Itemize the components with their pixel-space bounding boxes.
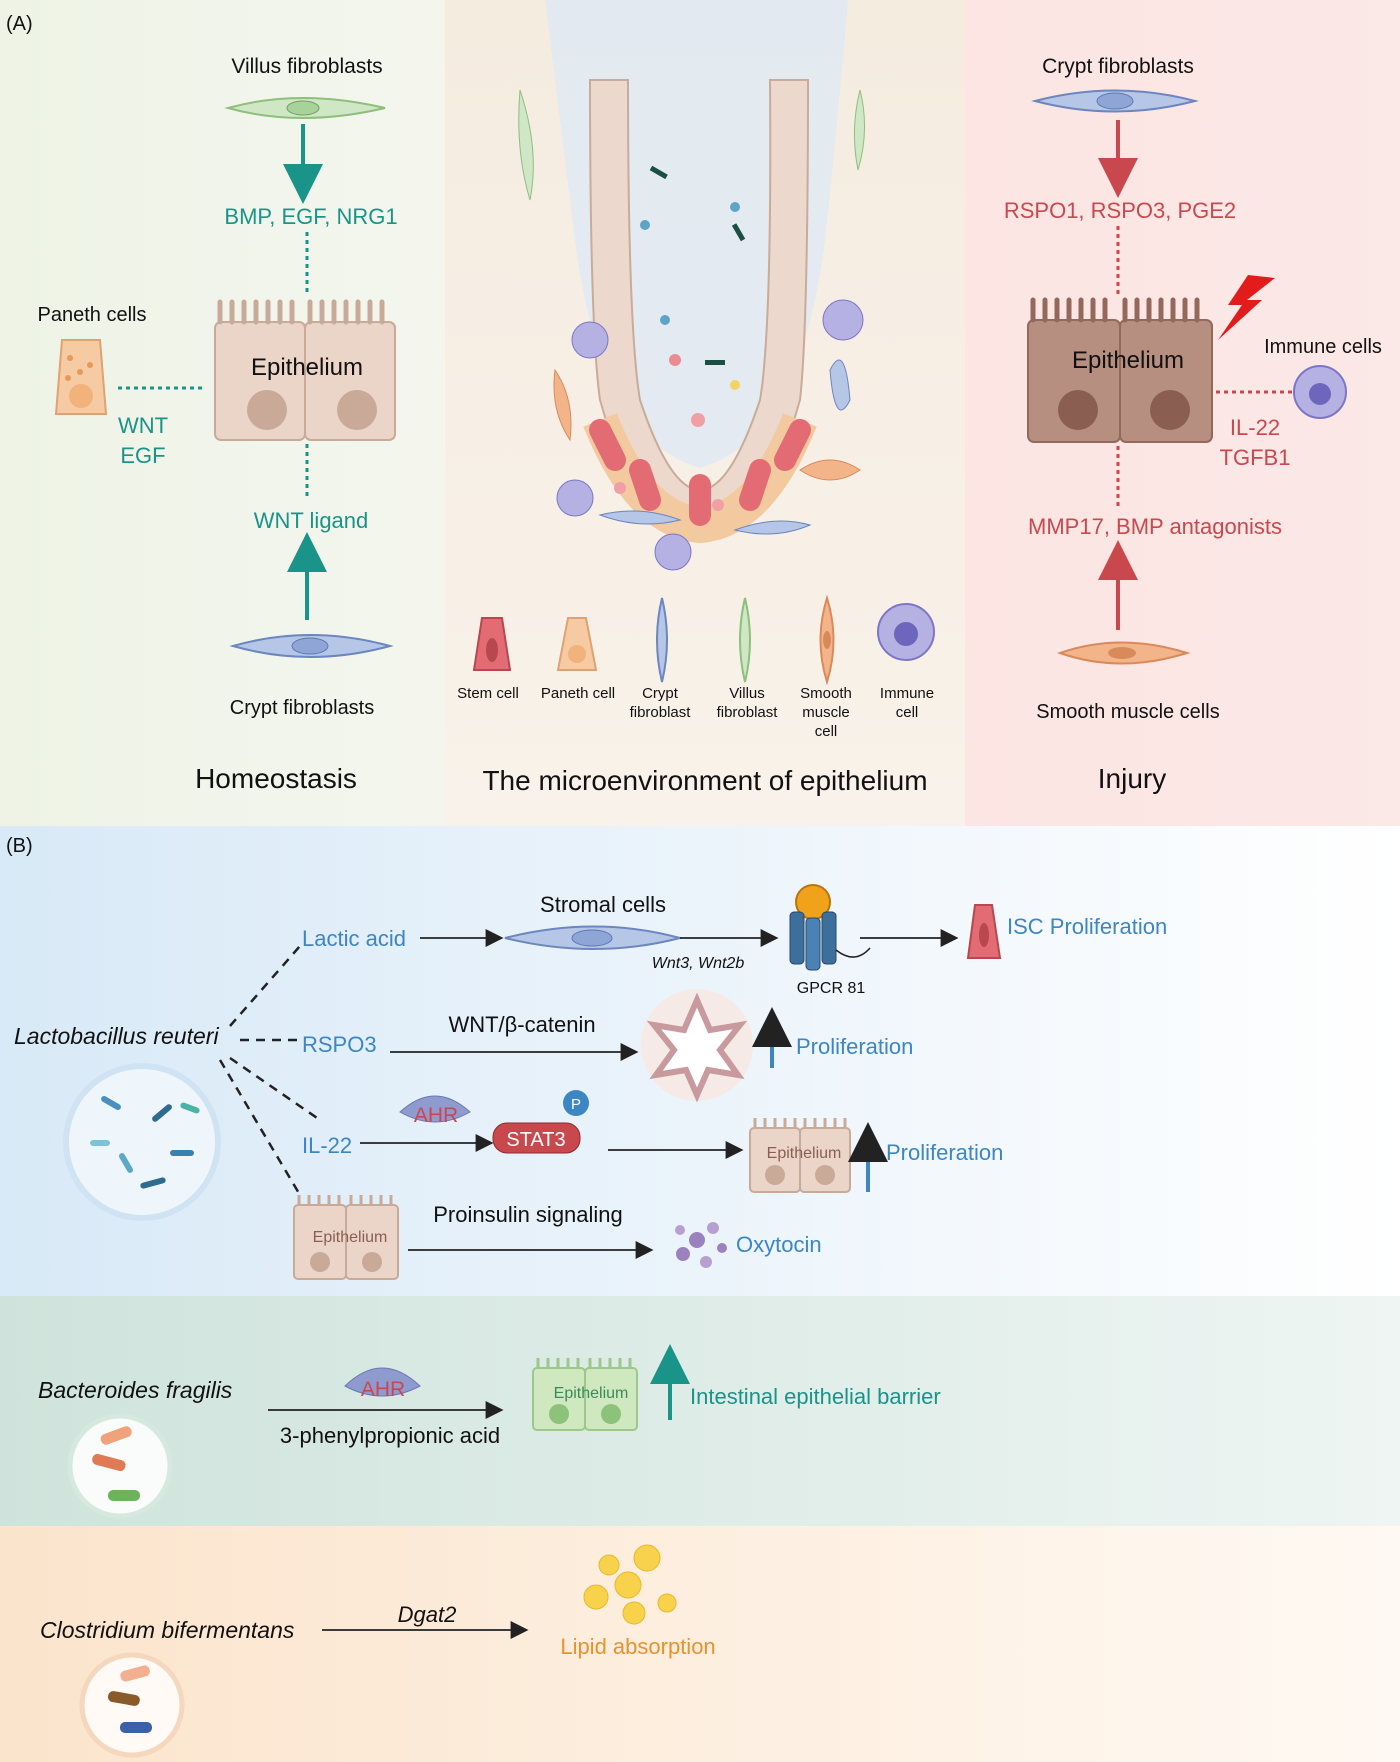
villus-fibroblasts-label: Villus fibroblasts [231,55,382,78]
legend-villus-fibroblast-2: fibroblast [717,704,779,721]
phospho-label: P [571,1096,581,1113]
lactic-acid-label: Lactic acid [302,926,406,951]
panel-b-label: (B) [6,835,33,857]
injury-epithelium-label: Epithelium [1072,347,1184,374]
il22-label: IL-22 [1230,415,1280,440]
bacteria-dish-icon [79,1652,185,1758]
legend-villus-fibroblast-1: Villus [729,685,765,702]
clostridium-section: Clostridium bifermentans Dgat2 Lipid abs… [40,1544,716,1758]
proinsulin-label: Proinsulin signaling [433,1202,623,1227]
gpcr-receptor-icon [789,884,871,971]
oxytocin-molecules-icon [675,1222,727,1268]
oxytocin-label: Oxytocin [736,1232,822,1257]
panel-a-label: (A) [6,13,33,35]
crypt-fibroblast-icon [229,634,394,658]
organoid-icon [641,989,753,1103]
dgat2-label: Dgat2 [398,1602,457,1627]
epithelium-small-label: Epithelium [767,1145,842,1162]
wnt-label: WNT [118,413,168,438]
legend-immune-cell-2: cell [896,704,919,721]
epithelium-green-icon [532,1358,638,1431]
egf-label: EGF [120,443,165,468]
clostridium-name: Clostridium bifermentans [40,1617,295,1643]
epithelium-small-icon [293,1195,399,1280]
bacteroides-panel-bg [0,1296,1400,1526]
legend-stem-cell: Stem cell [457,685,519,702]
phenylpropionic-acid-label: 3-phenylpropionic acid [280,1423,500,1448]
il22-b-label: IL-22 [302,1133,352,1158]
ahr-b-label: AHR [361,1378,405,1401]
rspo-pge2-label: RSPO1, RSPO3, PGE2 [1004,198,1236,223]
tgfb1-label: TGFB1 [1220,445,1291,470]
phospho-icon [563,1090,589,1116]
homeostasis-diagram: Villus fibroblasts BMP, EGF, NRG1 Paneth… [38,55,398,794]
lactobacillus-section: Lactobacillus reuteri Lactic acid Stroma… [14,884,1167,1280]
legend-smooth-muscle-2: muscle [802,704,850,721]
smooth-muscle-cells-label: Smooth muscle cells [1036,701,1219,723]
crypt-illustration [518,0,865,571]
microenvironment-title: The microenvironment of epithelium [482,765,927,796]
clostridium-panel-bg [0,1526,1400,1762]
stat3-pill [492,1122,581,1154]
stat3-label: STAT3 [506,1129,565,1151]
lipid-absorption-label: Lipid absorption [560,1634,715,1659]
crypt-fibroblasts-injury-label: Crypt fibroblasts [1042,55,1194,78]
immune-cell-icon [1293,365,1347,419]
epithelium-small-icon [749,1118,851,1193]
epithelium-icon [214,299,396,441]
ahr-protein-icon [399,1095,471,1123]
crypt-fibroblast-legend-icon [656,597,668,683]
epithelium-small-label-2: Epithelium [313,1229,388,1246]
smooth-muscle-cell-icon [1056,641,1191,665]
homeostasis-title: Homeostasis [195,763,357,794]
smooth-muscle-legend-icon [819,594,835,686]
proliferation-label-2: Proliferation [886,1140,1003,1165]
crypt-fibroblast-icon [1031,89,1199,113]
isc-proliferation-label: ISC Proliferation [1007,914,1167,939]
legend-paneth-cell: Paneth cell [541,685,615,702]
dashed-branches [218,945,321,1196]
bacteria-dish-icon [63,1063,221,1221]
bmp-egf-nrg1-label: BMP, EGF, NRG1 [224,204,397,229]
lipid-droplets-icon [583,1544,677,1625]
epithelium-label: Epithelium [251,354,363,381]
lactobacillus-name: Lactobacillus reuteri [14,1023,219,1049]
ahr-label: AHR [414,1104,458,1127]
injured-epithelium-icon [1027,297,1213,443]
legend-immune-cell-1: Immune [880,685,934,702]
legend-smooth-muscle-3: cell [815,723,838,740]
paneth-cell-legend-icon [556,617,598,671]
legend-crypt-fibroblast-2: fibroblast [630,704,692,721]
proliferation-label-1: Proliferation [796,1034,913,1059]
barrier-label: Intestinal epithelial barrier [690,1384,941,1409]
legend-smooth-muscle-1: Smooth [800,685,852,702]
villus-fibroblast-icon [224,97,386,119]
bacteria-dish-icon [67,1413,173,1519]
cell-legend: Stem cell Paneth cell Crypt fibroblast V… [457,594,935,740]
bacteroides-name: Bacteroides fragilis [38,1377,233,1403]
injury-title: Injury [1098,763,1166,794]
wnt-genes-label: Wnt3, Wnt2b [652,955,745,972]
lightning-icon [1218,275,1275,340]
ahr-protein-icon [344,1367,421,1397]
paneth-cell-icon [54,339,108,415]
injury-diagram: Crypt fibroblasts RSPO1, RSPO3, PGE2 Epi… [1004,55,1382,794]
crypt-fibroblasts-label: Crypt fibroblasts [230,697,375,719]
bacteroides-section: Bacteroides fragilis AHR 3-phenylpropion… [38,1344,941,1519]
stem-cell-icon [966,904,1002,959]
immune-cell-legend-icon [877,603,935,661]
rspo3-label: RSPO3 [302,1032,377,1057]
stromal-cells-label: Stromal cells [540,892,666,917]
villus-fibroblast-legend-icon [739,597,751,683]
immune-cells-label: Immune cells [1264,336,1382,358]
wnt-ligand-label: WNT ligand [254,508,369,533]
stem-cell-icon [472,617,512,671]
wnt-beta-catenin-label: WNT/β-catenin [448,1012,595,1037]
epithelium-green-label: Epithelium [554,1385,629,1402]
gpcr-81-label: GPCR 81 [797,980,866,997]
mmp17-bmp-label: MMP17, BMP antagonists [1028,514,1282,539]
paneth-cells-label: Paneth cells [38,304,147,326]
legend-crypt-fibroblast-1: Crypt [642,685,679,702]
